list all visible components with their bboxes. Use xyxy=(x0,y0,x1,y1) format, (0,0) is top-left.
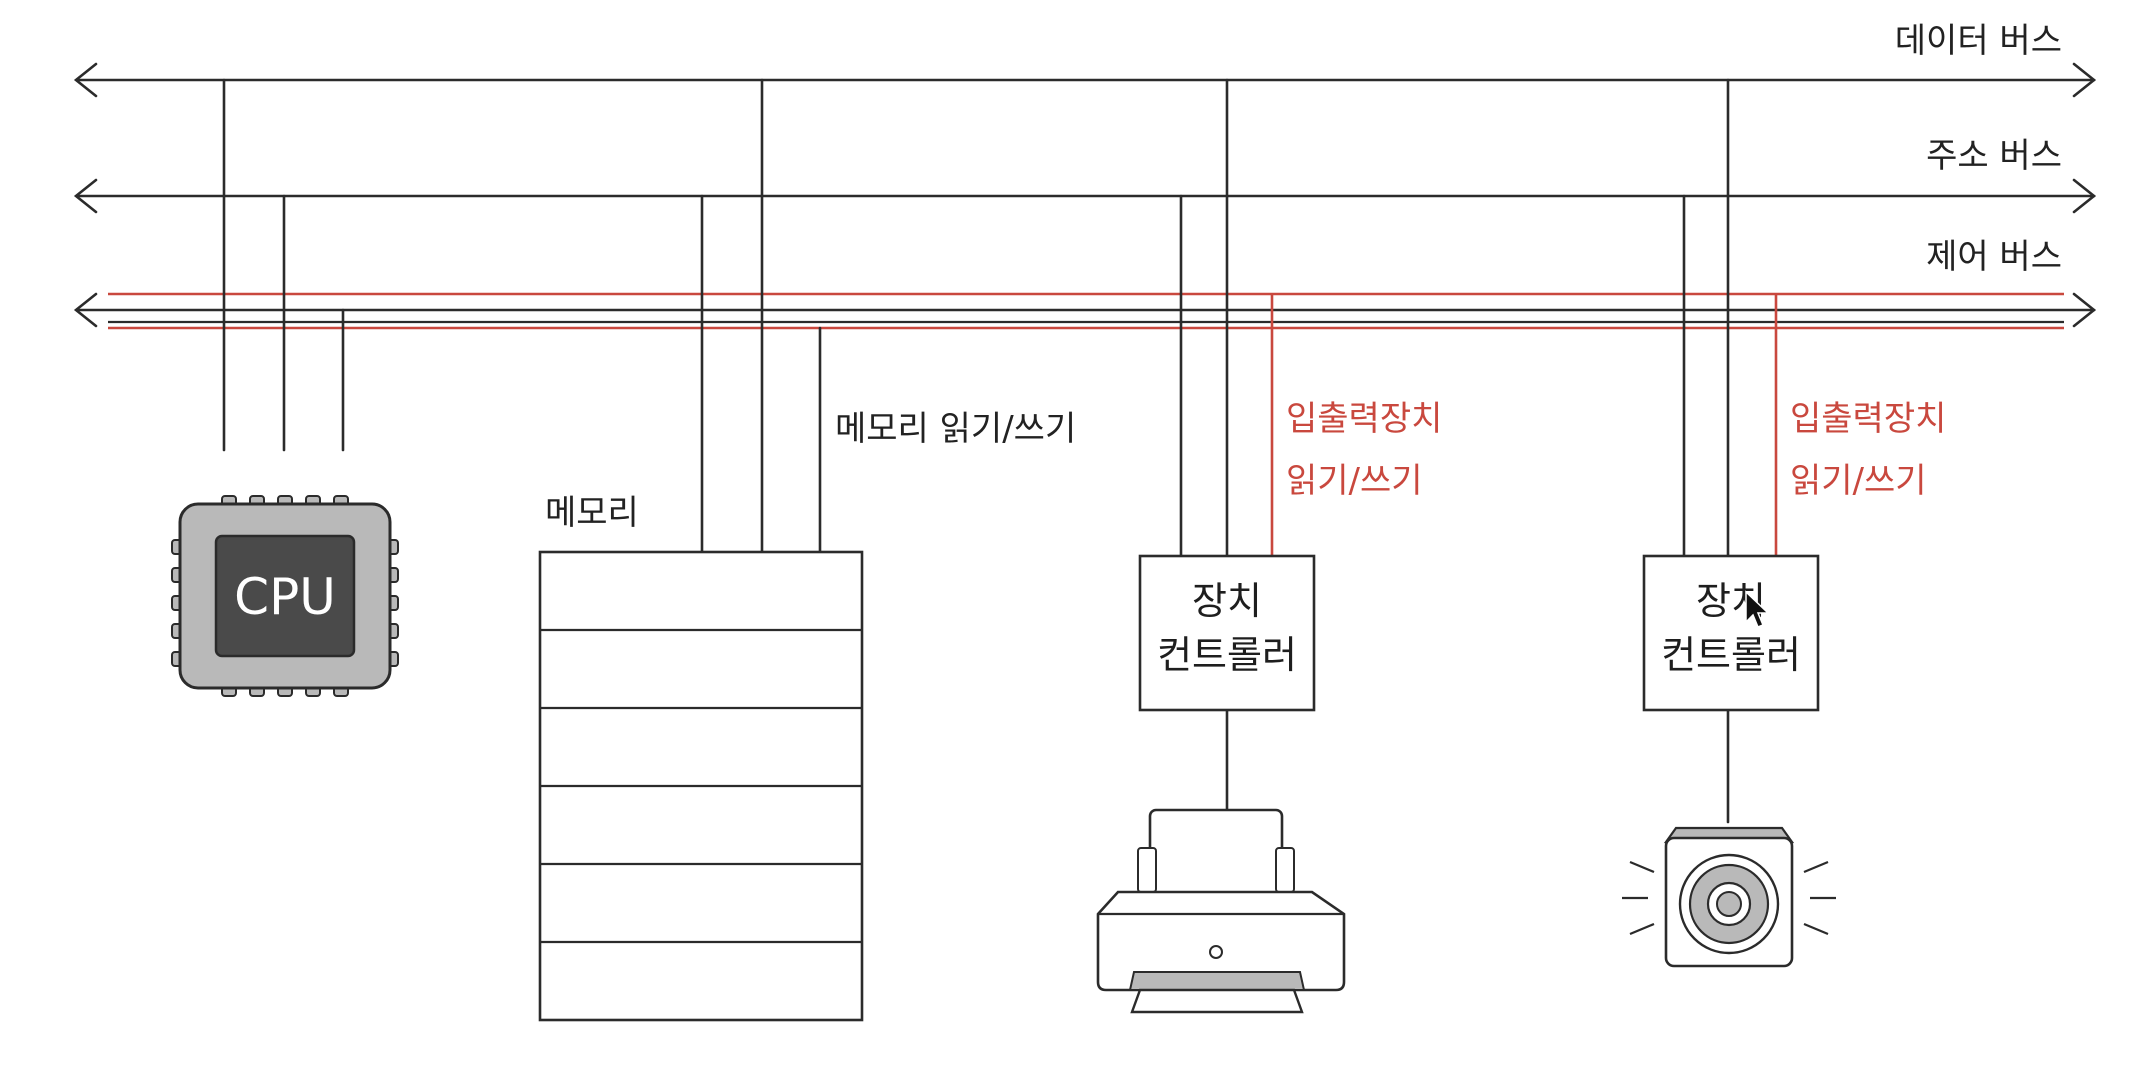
memory-label: 메모리 xyxy=(545,493,639,533)
device-controller-1: 장치 컨트롤러 xyxy=(1138,554,1316,712)
io-read-write-label-1-line2: 읽기/쓰기 xyxy=(1286,461,1423,501)
device-controller-2: 장치 컨트롤러 xyxy=(1642,554,1820,712)
control-bus: 제어 버스 xyxy=(73,237,2097,330)
device-controller-1-line1: 장치 xyxy=(1192,579,1262,623)
io-device-2-connections xyxy=(1682,78,1778,824)
device-controller-1-line2: 컨트롤러 xyxy=(1157,633,1297,677)
mouse-cursor-icon xyxy=(1745,590,1770,628)
cpu-chip: CPU xyxy=(171,495,399,697)
memory-read-write-label: 메모리 읽기/쓰기 xyxy=(835,409,1076,449)
cpu-bus-connections xyxy=(222,78,345,452)
io-read-write-label-2-line1: 입출력장치 xyxy=(1790,399,1946,439)
address-bus-label: 주소 버스 xyxy=(1926,136,2062,176)
memory-block: 메모리 xyxy=(538,493,864,1022)
io-device-1-connections xyxy=(1179,78,1274,812)
io-read-write-label-1-line1: 입출력장치 xyxy=(1286,399,1442,439)
io-read-write-label-2-line2: 읽기/쓰기 xyxy=(1790,461,1927,501)
data-bus: 데이터 버스 xyxy=(73,21,2097,98)
data-bus-label: 데이터 버스 xyxy=(1895,21,2062,61)
device-controller-2-line2: 컨트롤러 xyxy=(1661,633,1801,677)
speaker-icon xyxy=(1622,826,1836,968)
control-bus-label: 제어 버스 xyxy=(1926,237,2062,277)
printer-icon xyxy=(1096,808,1346,1014)
address-bus: 주소 버스 xyxy=(73,136,2097,214)
memory-bus-connections xyxy=(700,78,822,554)
cpu-label: CPU xyxy=(234,568,336,626)
